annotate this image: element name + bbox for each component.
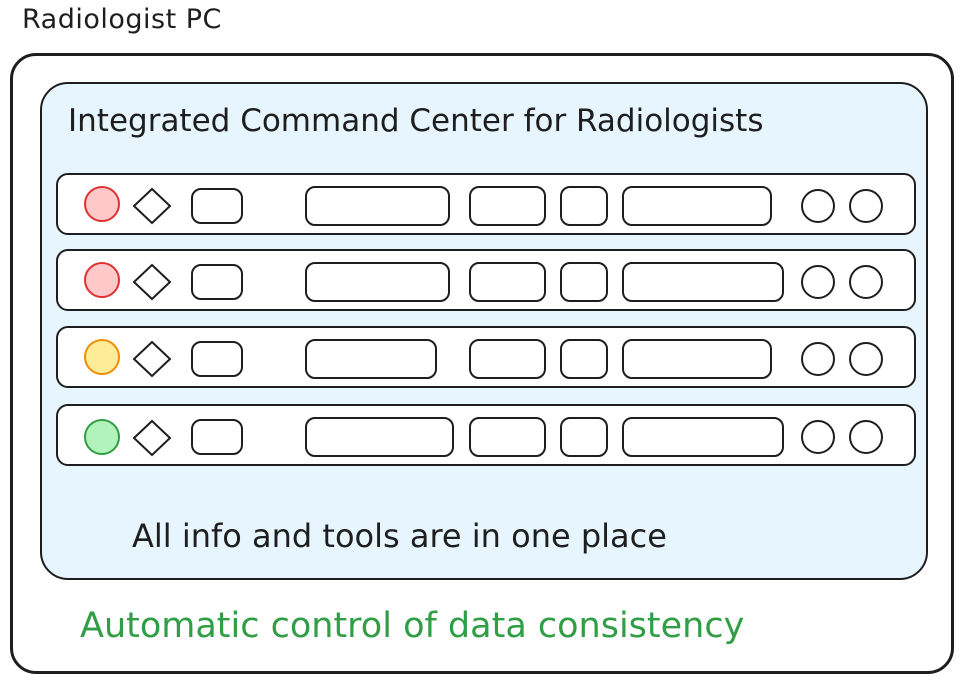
status-indicator-icon <box>84 186 120 222</box>
status-indicator-icon <box>84 339 120 375</box>
round-button-icon[interactable] <box>849 189 883 223</box>
case-row[interactable] <box>56 173 916 235</box>
row-wide-field[interactable] <box>305 417 454 457</box>
row-button[interactable] <box>560 186 608 226</box>
diamond-icon <box>132 340 172 378</box>
pc-frame <box>10 53 954 674</box>
diamond-icon <box>132 419 172 457</box>
row-button[interactable] <box>191 419 243 455</box>
status-indicator-icon <box>84 262 120 298</box>
row-wide-field[interactable] <box>305 186 450 226</box>
round-button-icon[interactable] <box>801 342 835 376</box>
row-wide-field[interactable] <box>305 339 437 379</box>
round-button-icon[interactable] <box>849 342 883 376</box>
row-button[interactable] <box>560 417 608 457</box>
row-controls <box>84 186 883 226</box>
pc-label: Radiologist PC <box>22 4 222 35</box>
row-wide-field[interactable] <box>622 262 784 302</box>
row-controls <box>84 417 883 457</box>
panel-footer-text: All info and tools are in one place <box>132 517 667 555</box>
row-button[interactable] <box>191 188 243 224</box>
panel-title: Integrated Command Center for Radiologis… <box>68 103 764 139</box>
row-controls <box>84 262 883 302</box>
row-controls <box>84 339 883 379</box>
status-indicator-icon <box>84 419 120 455</box>
row-field[interactable] <box>469 186 546 226</box>
round-button-icon[interactable] <box>801 420 835 454</box>
round-button-icon[interactable] <box>849 265 883 299</box>
row-wide-field[interactable] <box>622 339 772 379</box>
case-row[interactable] <box>56 326 916 388</box>
round-button-icon[interactable] <box>801 189 835 223</box>
row-wide-field[interactable] <box>622 186 772 226</box>
row-wide-field[interactable] <box>622 417 784 457</box>
row-wide-field[interactable] <box>305 262 450 302</box>
row-field[interactable] <box>469 339 546 379</box>
round-button-icon[interactable] <box>849 420 883 454</box>
diamond-icon <box>132 187 172 225</box>
row-button[interactable] <box>560 339 608 379</box>
row-button[interactable] <box>560 262 608 302</box>
consistency-note: Automatic control of data consistency <box>80 606 745 646</box>
case-row[interactable] <box>56 404 916 466</box>
case-row[interactable] <box>56 249 916 311</box>
row-button[interactable] <box>191 264 243 300</box>
row-button[interactable] <box>191 341 243 377</box>
round-button-icon[interactable] <box>801 265 835 299</box>
diamond-icon <box>132 263 172 301</box>
row-field[interactable] <box>469 262 546 302</box>
row-field[interactable] <box>469 417 546 457</box>
